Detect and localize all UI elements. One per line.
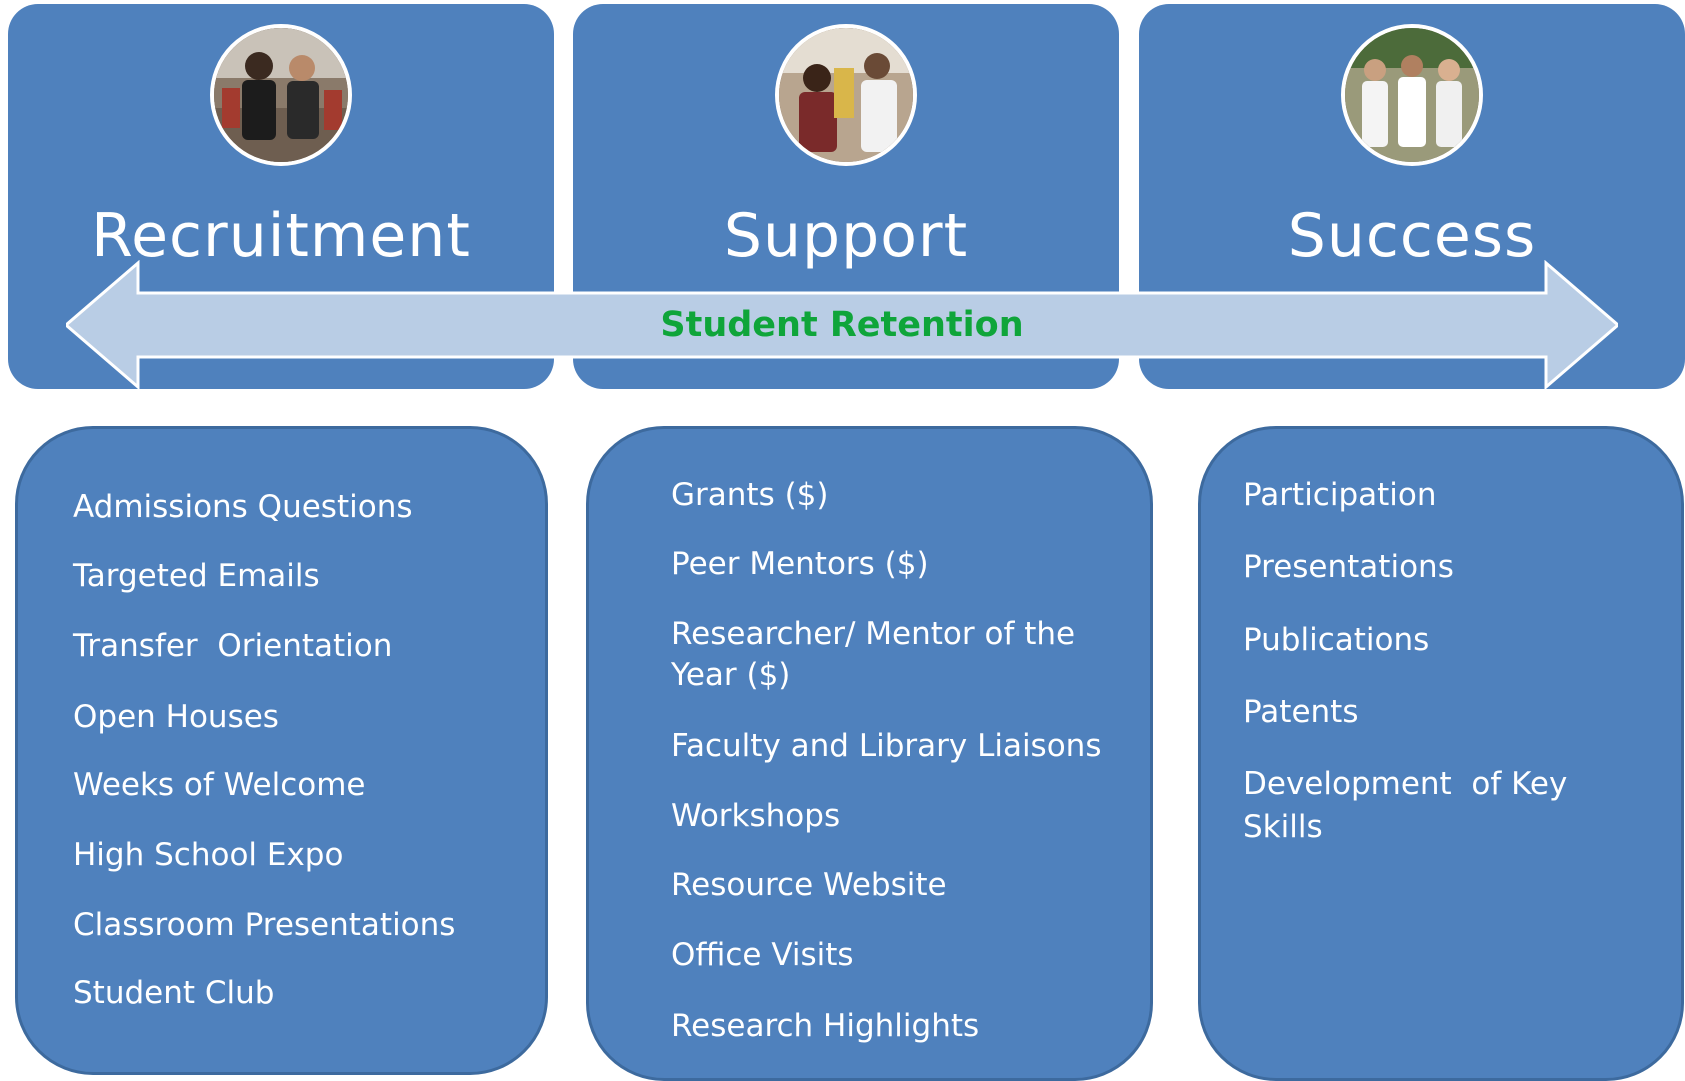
list-item: Targeted Emails <box>73 558 320 594</box>
list-item: High School Expo <box>73 837 344 873</box>
list-item: Year ($) <box>671 657 791 693</box>
list-item: Admissions Questions <box>73 489 413 525</box>
column-title-recruitment: Recruitment <box>91 201 471 271</box>
support-photo <box>775 24 917 166</box>
list-item: Participation <box>1243 477 1437 513</box>
support-list-box: Grants ($) Peer Mentors ($) Researcher/ … <box>586 426 1153 1081</box>
list-item: Open Houses <box>73 699 279 735</box>
list-item: Peer Mentors ($) <box>671 546 929 582</box>
list-item: Student Club <box>73 975 275 1011</box>
recruitment-list-box: Admissions Questions Targeted Emails Tra… <box>15 426 548 1075</box>
list-item: Grants ($) <box>671 477 829 513</box>
success-list-box: Participation Presentations Publications… <box>1198 426 1684 1081</box>
list-item: Skills <box>1243 809 1323 845</box>
list-item: Resource Website <box>671 867 947 903</box>
list-item: Faculty and Library Liaisons <box>671 728 1102 764</box>
list-item: Workshops <box>671 798 841 834</box>
column-title-support: Support <box>723 201 969 271</box>
column-title-success: Success <box>1287 201 1537 271</box>
list-item: Publications <box>1243 622 1430 658</box>
list-item: Classroom Presentations <box>73 907 456 943</box>
list-item: Research Highlights <box>671 1008 980 1044</box>
success-photo <box>1341 24 1483 166</box>
arrow-label: Student Retention <box>660 305 1024 345</box>
list-item: Presentations <box>1243 549 1454 585</box>
recruitment-photo <box>210 24 352 166</box>
list-item: Patents <box>1243 694 1359 730</box>
list-item: Development of Key <box>1243 766 1568 802</box>
list-item: Weeks of Welcome <box>73 767 366 803</box>
list-item: Researcher/ Mentor of the <box>671 616 1076 652</box>
list-item: Transfer Orientation <box>73 628 393 664</box>
list-item: Office Visits <box>671 937 854 973</box>
student-retention-arrow: Student Retention <box>66 260 1618 390</box>
